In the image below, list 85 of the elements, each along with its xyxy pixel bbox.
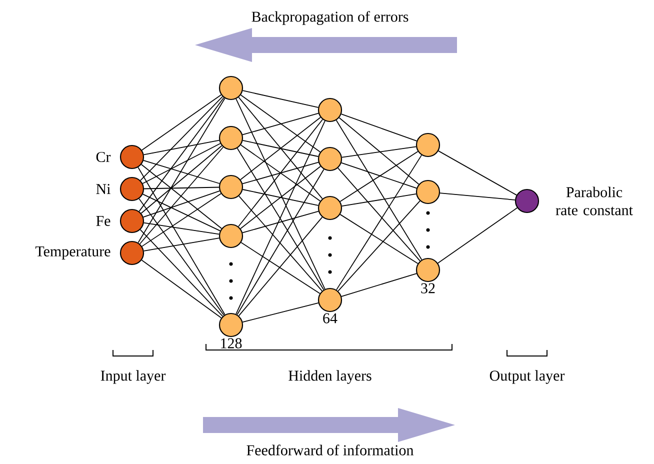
connection-line xyxy=(242,90,319,108)
connection-line xyxy=(242,162,319,184)
neuron-circle xyxy=(120,144,144,170)
connection-line xyxy=(142,190,220,218)
neuron-circle xyxy=(120,176,144,202)
neuron-circle xyxy=(416,258,440,282)
connection-line xyxy=(142,194,221,232)
node-label: Parabolic rate constant xyxy=(556,186,633,216)
node-label: Cr xyxy=(96,152,111,162)
connection-line xyxy=(336,154,422,290)
connection-line xyxy=(143,222,220,235)
connection-line xyxy=(238,96,323,200)
neuron-circle xyxy=(318,288,342,312)
connection-line xyxy=(437,207,518,264)
connection-line xyxy=(242,112,319,136)
connection-line xyxy=(338,117,420,185)
connection-line xyxy=(440,192,516,200)
connection-line xyxy=(138,198,224,316)
neuron-circle xyxy=(318,98,342,122)
connection-line xyxy=(340,114,418,142)
connection-line xyxy=(138,98,226,244)
connection-line xyxy=(341,273,417,297)
layer-label: Feedforward of information xyxy=(246,444,414,456)
connection-line xyxy=(242,210,319,234)
connection-line xyxy=(143,140,220,156)
neuron-circle xyxy=(120,240,144,266)
connection-line xyxy=(340,162,418,189)
connection-line xyxy=(336,120,422,260)
connection-line xyxy=(240,144,321,202)
neuron-circle xyxy=(218,174,244,200)
connection-line xyxy=(141,260,222,318)
connection-line xyxy=(242,140,319,157)
layer-label: Backpropagation of errors xyxy=(252,11,408,25)
connection-line xyxy=(138,97,224,212)
connection-line xyxy=(141,94,222,151)
connection-line xyxy=(236,120,326,314)
connection-line xyxy=(242,302,319,322)
connection-line xyxy=(238,196,322,292)
connection-line xyxy=(140,96,224,181)
connection-line xyxy=(142,143,221,184)
connection-line xyxy=(140,229,224,317)
connection-line xyxy=(341,194,417,206)
connection-line xyxy=(236,168,324,316)
neuron-circle xyxy=(218,126,244,150)
neuron-circle xyxy=(218,76,244,100)
connection-line xyxy=(438,150,517,196)
neuron-circle xyxy=(218,224,244,248)
neuron-circle xyxy=(318,146,342,172)
connection-line xyxy=(240,242,320,294)
connection-line xyxy=(143,160,220,184)
connection-line xyxy=(238,216,323,316)
layer-label: Input layer xyxy=(100,370,166,384)
connection-line xyxy=(338,168,420,262)
connection-line xyxy=(240,116,321,180)
neuron-circle xyxy=(416,132,440,158)
node-label: Fe xyxy=(96,216,110,226)
connection-line xyxy=(341,146,417,158)
connection-line xyxy=(238,119,323,227)
neuron-circle xyxy=(120,208,144,234)
connection-line xyxy=(340,151,418,202)
node-label: 128 xyxy=(221,338,242,348)
connection-line xyxy=(236,148,324,290)
connection-line xyxy=(242,189,319,206)
node-label: Temperature xyxy=(35,246,110,260)
node-label: 32 xyxy=(421,283,435,294)
connection-line xyxy=(338,200,420,292)
node-label: Ni xyxy=(96,184,110,194)
node-label: 64 xyxy=(323,313,338,324)
connection-line xyxy=(138,166,226,316)
connection-line xyxy=(240,166,321,230)
neuron-circle xyxy=(318,196,342,220)
connection-line xyxy=(240,94,321,152)
connection-line xyxy=(144,186,220,190)
layer-label: Output layer xyxy=(490,370,565,384)
neuron-circle xyxy=(416,180,440,204)
connection-line xyxy=(236,98,326,290)
layer-label: Hidden layers xyxy=(288,370,372,384)
connection-line xyxy=(340,214,418,264)
neuron-circle xyxy=(218,312,244,338)
connection-line xyxy=(140,145,222,214)
connection-line xyxy=(143,238,220,252)
connection-line xyxy=(142,193,222,247)
connection-line xyxy=(139,146,224,244)
connection-line xyxy=(140,164,222,229)
neuron-circle xyxy=(514,188,540,214)
